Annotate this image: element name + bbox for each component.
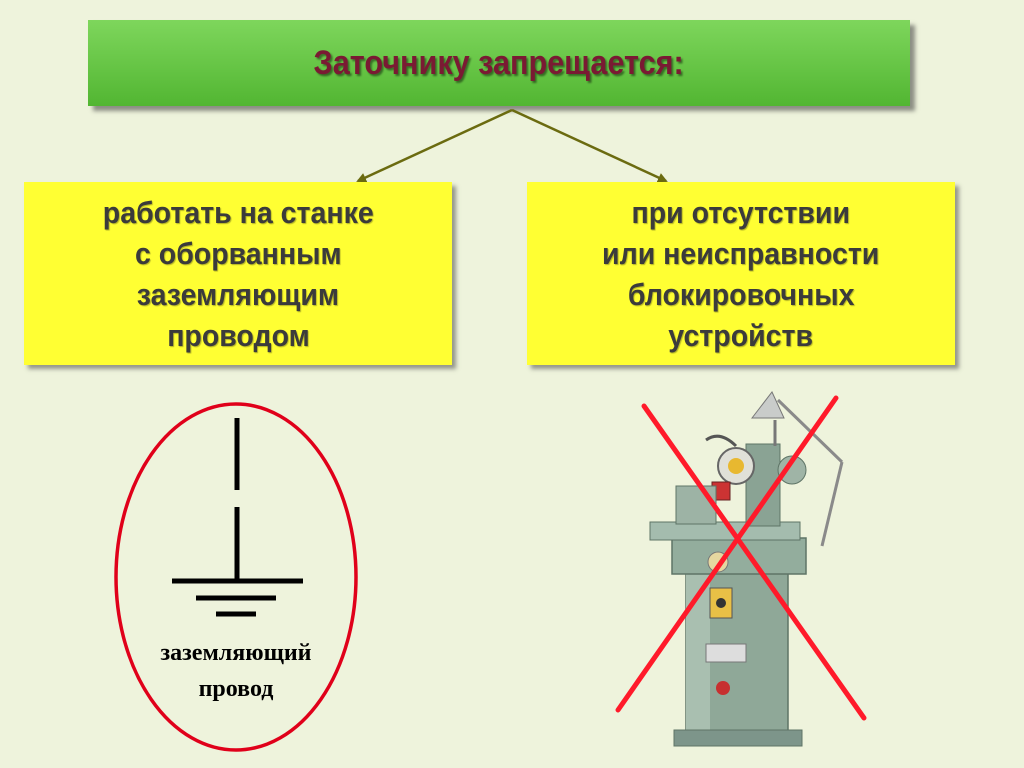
- prohibition-right-line-2: или неисправности: [602, 235, 880, 271]
- ground-symbol-icon: [172, 418, 303, 617]
- arrow-left: [356, 108, 513, 183]
- red-cross-icon: [615, 395, 867, 721]
- ground-label-line-2: провод: [198, 676, 274, 702]
- prohibition-box-right: при отсутствии или неисправности блокиро…: [527, 182, 955, 365]
- arrow-right: [511, 108, 668, 183]
- prohibition-left-line-4: проводом: [166, 317, 310, 353]
- title-text: Заточнику запрещается:: [313, 43, 685, 82]
- prohibition-right-line-4: устройств: [668, 317, 814, 353]
- prohibition-left-line-3: заземляющим: [136, 276, 340, 312]
- prohibition-left-line-2: с оборванным: [134, 235, 342, 271]
- title-banner: Заточнику запрещается:: [88, 20, 910, 106]
- prohibition-left-line-1: работать на станке: [102, 194, 374, 230]
- ground-label-line-1: заземляющий: [160, 640, 312, 666]
- prohibition-right-line-1: при отсутствии: [631, 194, 851, 230]
- prohibition-box-left: работать на станке с оборванным заземляю…: [24, 182, 452, 365]
- prohibition-right-line-3: блокировочных: [627, 276, 855, 312]
- red-circle: [114, 402, 358, 752]
- grinding-machine-image: [649, 391, 844, 747]
